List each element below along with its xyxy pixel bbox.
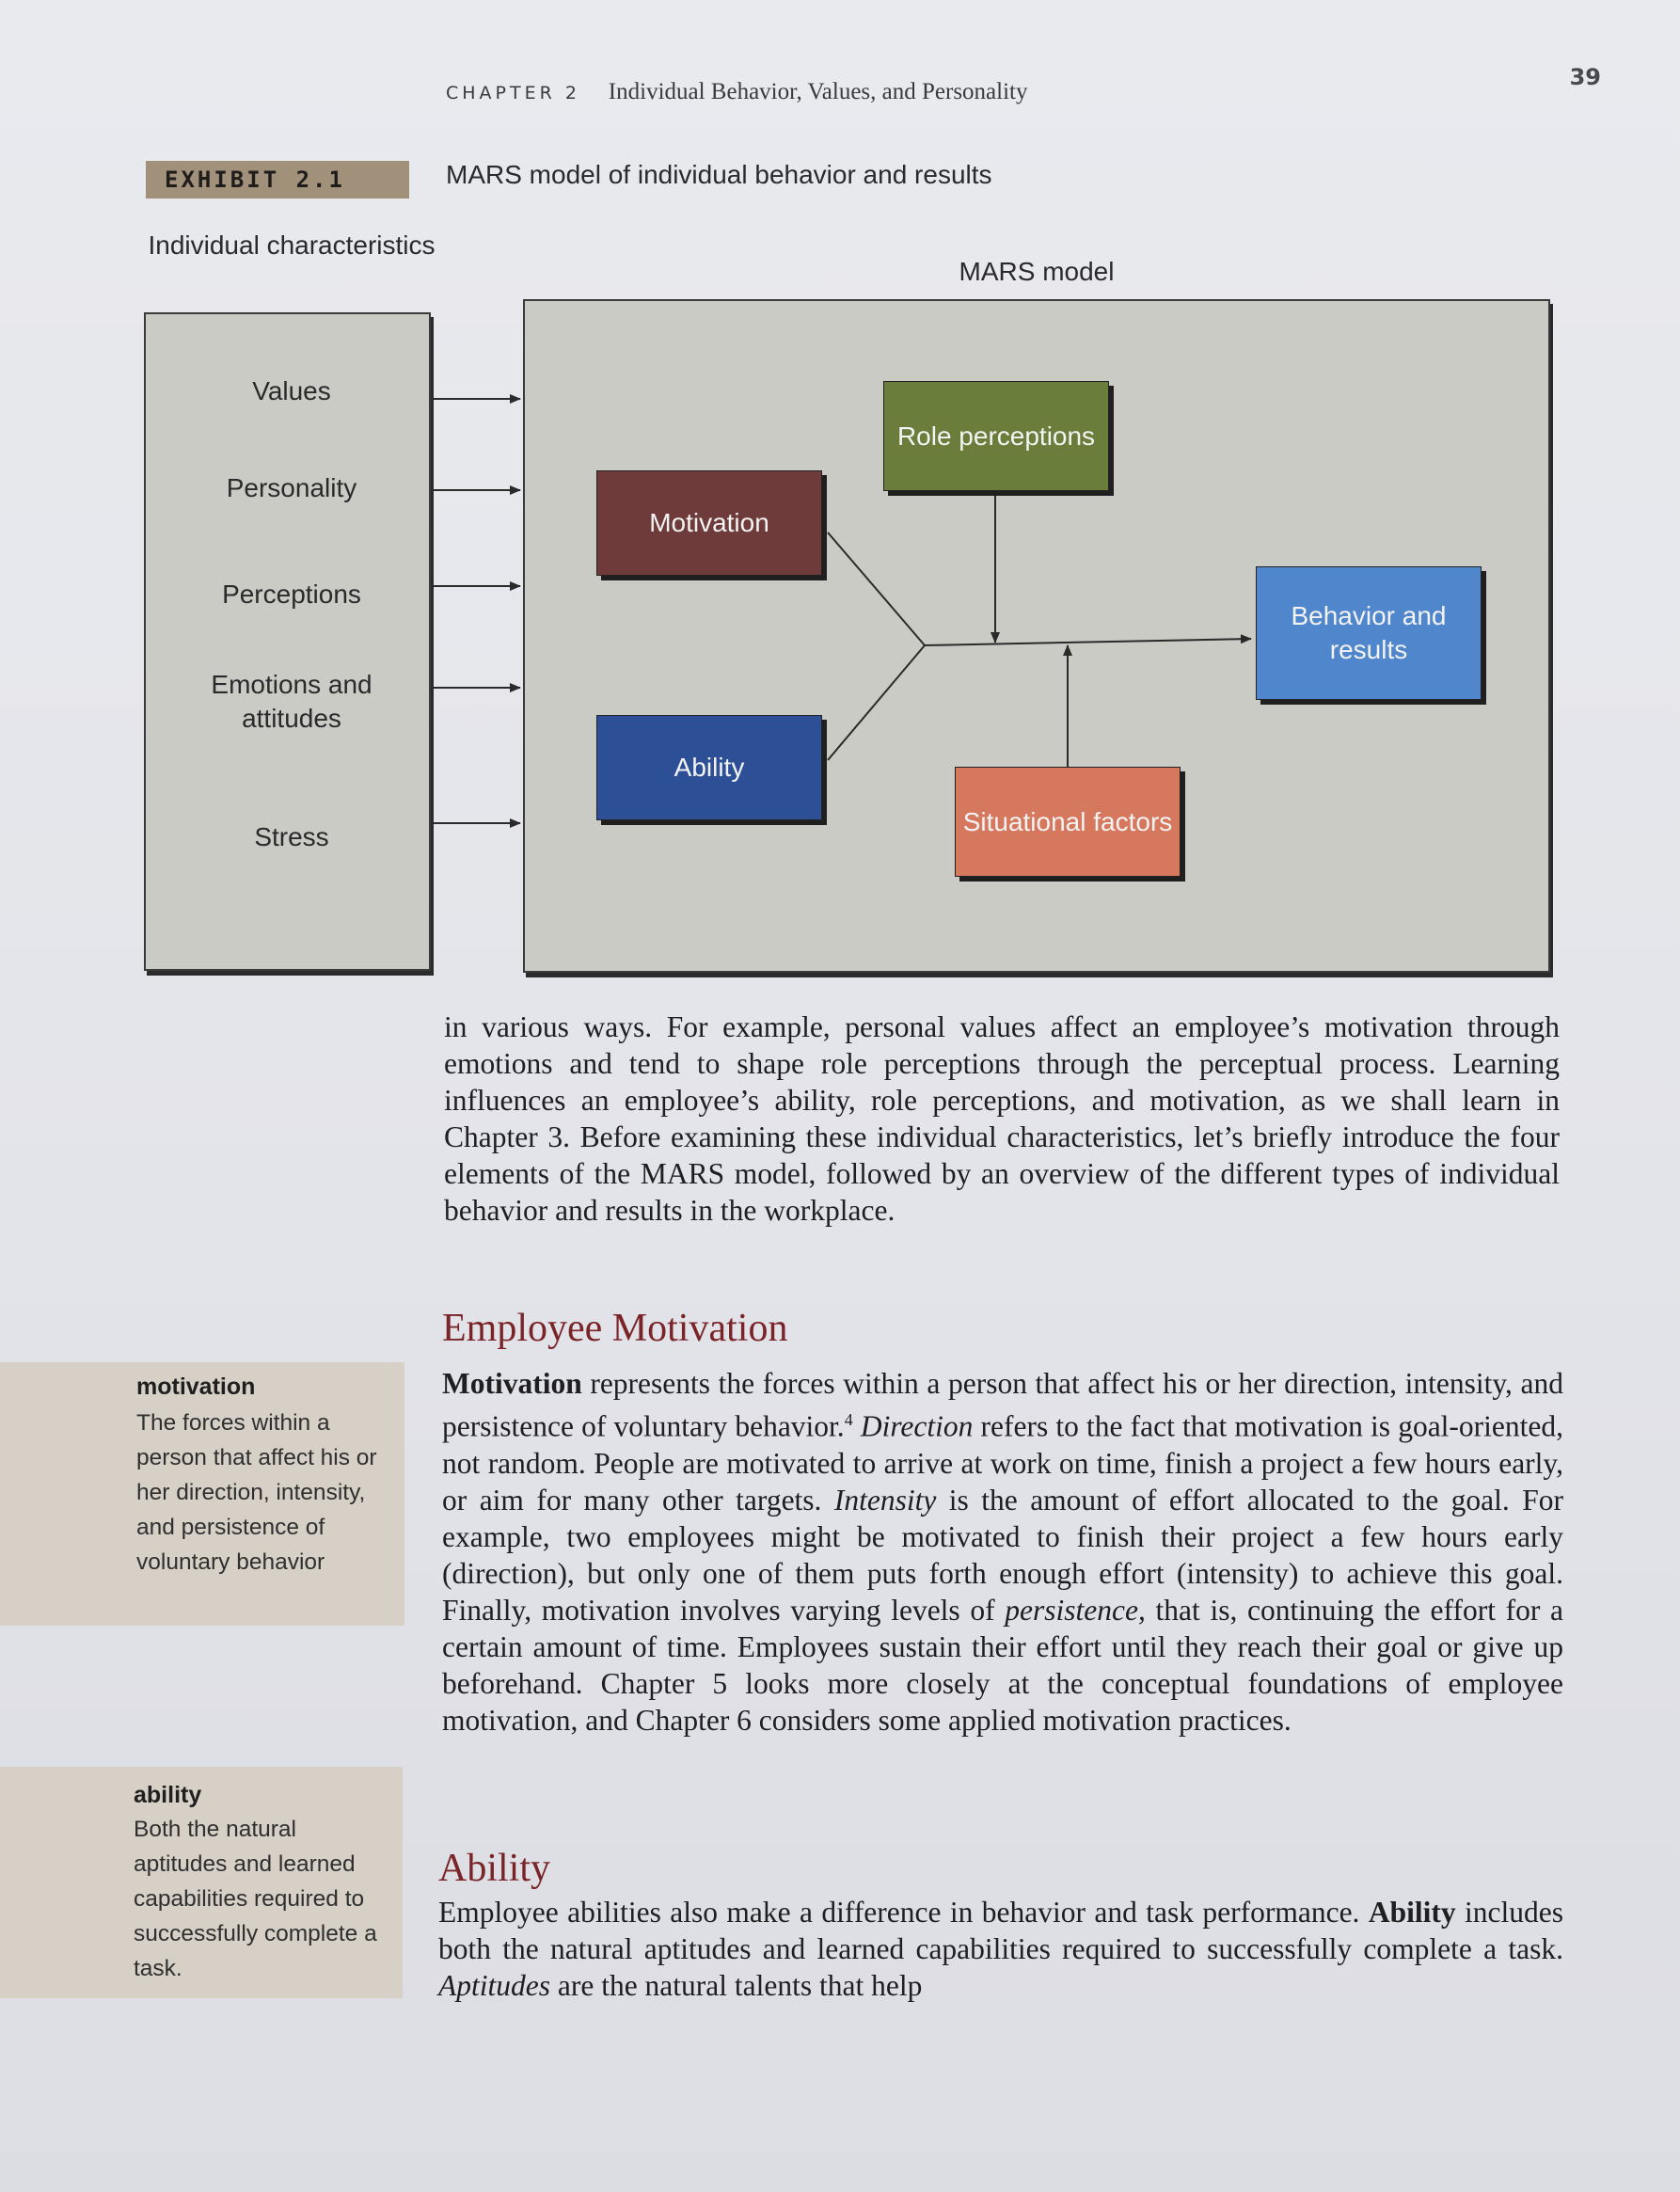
characteristic-personality: Personality xyxy=(226,473,357,502)
line-ability-junction xyxy=(827,644,926,761)
behavior-results-box: Behavior and results xyxy=(1256,566,1482,700)
term-motivation: Motivation xyxy=(442,1367,582,1400)
exhibit-caption: MARS model of individual behavior and re… xyxy=(446,160,992,189)
characteristic-stress: Stress xyxy=(254,822,329,851)
section-heading-ability: Ability xyxy=(438,1847,551,1890)
chapter-title: Individual Behavior, Values, and Persona… xyxy=(608,79,1028,104)
mars-model-heading: MARS model xyxy=(959,257,1115,286)
motivation-box: Motivation xyxy=(596,470,822,576)
individual-characteristics-heading: Individual characteristics xyxy=(148,230,436,260)
exhibit-tag: EXHIBIT 2.1 xyxy=(146,161,409,199)
glossary-term-motivation: motivation xyxy=(136,1374,256,1400)
characteristic-values: Values xyxy=(252,376,331,405)
glossary-box-motivation xyxy=(0,1362,404,1626)
arrow-to-behavior xyxy=(924,634,1252,646)
page-number: 39 xyxy=(1569,64,1601,90)
term-direction: Direction xyxy=(860,1409,974,1443)
line-motivation-junction xyxy=(827,532,926,646)
motivation-paragraph: Motivation represents the forces within … xyxy=(442,1367,1563,1737)
glossary-term-ability: ability xyxy=(134,1782,202,1808)
ability-paragraph: Employee abilities also make a differenc… xyxy=(438,1896,1563,2002)
role-perceptions-box: Role perceptions xyxy=(883,381,1109,491)
ability-box: Ability xyxy=(596,715,822,820)
term-intensity: Intensity xyxy=(833,1483,937,1517)
term-persistence: persistence, xyxy=(1005,1593,1146,1627)
diagram-connectors xyxy=(433,394,1252,828)
term-aptitudes: Aptitudes xyxy=(438,1969,550,2002)
characteristic-emotions-attitudes: Emotions and attitudes xyxy=(211,670,372,733)
glossary-box-ability xyxy=(0,1767,403,1998)
footnote-ref-4: 4 xyxy=(844,1410,853,1429)
term-ability: Ability xyxy=(1368,1896,1456,1929)
chapter-label: CHAPTER 2 xyxy=(446,83,580,103)
individual-characteristics-panel xyxy=(144,312,431,971)
glossary-definition-motivation: The forces within a person that affect h… xyxy=(136,1410,377,1575)
section-heading-employee-motivation: Employee Motivation xyxy=(442,1307,788,1350)
characteristic-perceptions: Perceptions xyxy=(222,580,361,609)
situational-factors-box: Situational factors xyxy=(955,767,1181,877)
running-header: CHAPTER 2 Individual Behavior, Values, a… xyxy=(446,79,1027,105)
glossary-definition-ability: Both the natural aptitudes and learned c… xyxy=(134,1817,377,1981)
intro-paragraph: in various ways. For example, personal v… xyxy=(444,1010,1560,1227)
